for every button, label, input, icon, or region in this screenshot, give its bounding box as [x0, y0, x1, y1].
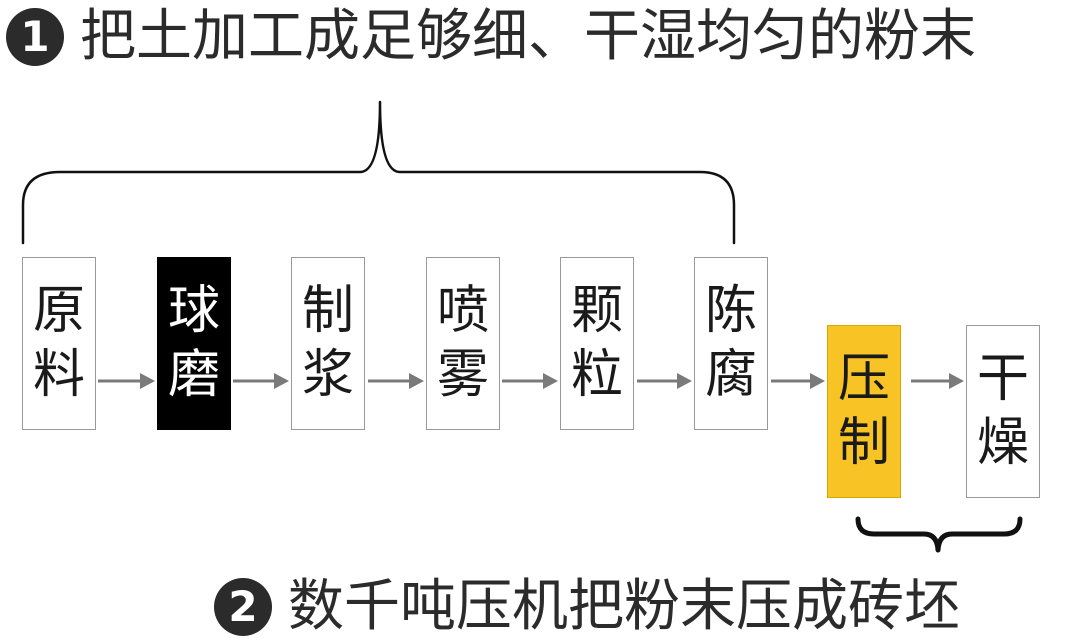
bottom-brace	[855, 516, 1023, 553]
step-zhijiang: 制 浆	[291, 257, 365, 430]
step-yazhi: 压 制	[827, 325, 901, 498]
arrow-head	[409, 373, 424, 389]
step-char: 喷	[436, 281, 489, 342]
step-char: 制	[837, 412, 890, 473]
number-badge-1: 1	[6, 8, 64, 66]
step-char: 制	[301, 281, 354, 342]
top-brace	[21, 100, 736, 245]
step-char: 粒	[570, 344, 623, 405]
step-char: 腐	[704, 344, 757, 405]
step-penwu: 喷 雾	[426, 257, 500, 430]
arrow-head	[274, 373, 289, 389]
number-badge-2: 2	[214, 578, 272, 636]
caption-step-1: 1 把土加工成足够细、干湿均匀的粉末	[6, 8, 976, 66]
arrow-head	[949, 373, 964, 389]
step-char: 陈	[704, 281, 757, 342]
step-char: 磨	[167, 344, 220, 405]
step-char: 浆	[301, 344, 354, 405]
step-char: 压	[837, 349, 890, 410]
step-char: 颗	[570, 281, 623, 342]
step-char: 燥	[976, 412, 1029, 473]
arrow-head	[543, 373, 558, 389]
arrow-head	[140, 373, 155, 389]
step-qiumo: 球 磨	[157, 257, 231, 430]
step-char: 雾	[436, 344, 489, 405]
step-chenfu: 陈 腐	[694, 257, 768, 430]
step-char: 干	[976, 349, 1029, 410]
step-char: 球	[167, 281, 220, 342]
arrow-head	[677, 373, 692, 389]
caption-step-2: 2 数千吨压机把粉末压成砖坯	[214, 578, 960, 636]
step-char: 原	[32, 281, 85, 342]
step-ganzao: 干 燥	[966, 325, 1040, 498]
step-yuanliao: 原 料	[22, 257, 96, 430]
caption-text-2: 数千吨压机把粉末压成砖坯	[288, 574, 960, 639]
step-keli: 颗 粒	[560, 257, 634, 430]
caption-text-1: 把土加工成足够细、干湿均匀的粉末	[80, 4, 976, 69]
arrow-head	[810, 373, 825, 389]
step-char: 料	[32, 344, 85, 405]
